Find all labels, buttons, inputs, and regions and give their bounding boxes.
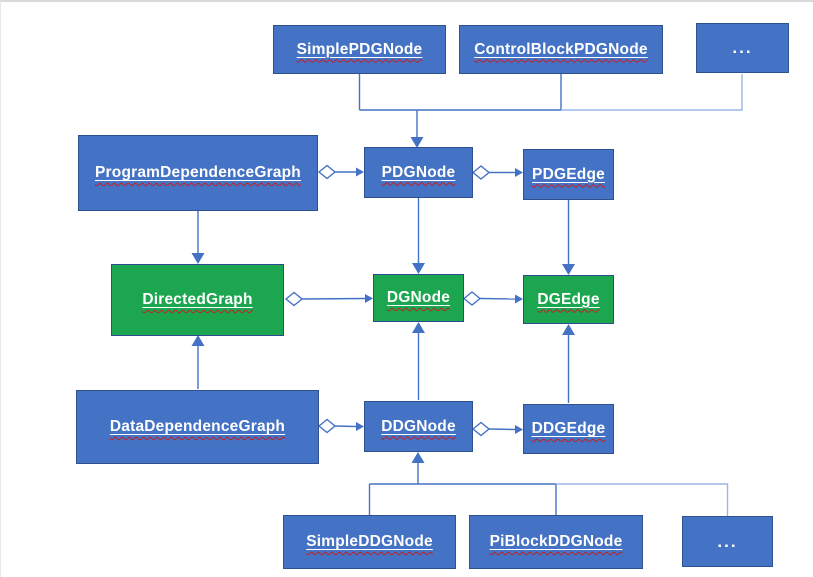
aggregation-diamond bbox=[471, 421, 491, 437]
arrowhead bbox=[356, 167, 364, 177]
arrowhead bbox=[365, 294, 373, 303]
node-label: DataDependenceGraph bbox=[109, 418, 286, 435]
node-label: ... bbox=[717, 531, 738, 551]
node-ddgedge: DDGEdge bbox=[523, 404, 614, 454]
aggregation-diamond bbox=[317, 164, 337, 180]
node-label: PiBlockDDGNode bbox=[489, 533, 623, 550]
edge-pdgnode-dgnode bbox=[412, 198, 425, 274]
arrowhead bbox=[412, 263, 425, 274]
edge-dgnode-dgedge bbox=[462, 291, 523, 306]
arrowhead bbox=[515, 294, 523, 304]
arrowhead bbox=[412, 322, 425, 333]
edge-pdgnode-pdgedge bbox=[471, 165, 523, 180]
node-label: DirectedGraph bbox=[142, 291, 253, 308]
aggregation-diamond bbox=[284, 291, 304, 307]
node-datadependencegraph: DataDependenceGraph bbox=[76, 390, 319, 464]
edge-directedgraph-dgnode bbox=[284, 291, 373, 307]
node-label: PDGEdge bbox=[532, 165, 605, 183]
edge-bottom-merge bbox=[368, 452, 729, 516]
aggregation-diamond bbox=[462, 291, 482, 306]
arrowhead bbox=[191, 253, 205, 264]
arrowhead bbox=[562, 324, 575, 335]
edge-ddg-ddgnode bbox=[317, 418, 364, 434]
node-label: ControlBlockPDGNode bbox=[474, 40, 648, 58]
arrowhead bbox=[410, 137, 424, 148]
node-pdgnode: PDGNode bbox=[364, 147, 473, 198]
aggregation-diamond bbox=[471, 165, 491, 180]
node-label: DDGEdge bbox=[531, 420, 606, 437]
node-ellipsis-top: ... bbox=[696, 23, 789, 73]
node-label: SimplePDGNode bbox=[296, 40, 423, 58]
edge-top-merge bbox=[358, 74, 743, 148]
edge-pdgedge-dgedge bbox=[562, 200, 575, 275]
node-directedgraph: DirectedGraph bbox=[111, 264, 284, 336]
node-simplepdgnode: SimplePDGNode bbox=[273, 25, 446, 74]
edge-pdg-directedgraph bbox=[191, 211, 205, 264]
arrowhead bbox=[515, 168, 523, 177]
node-pdgedge: PDGEdge bbox=[523, 149, 614, 200]
node-ellipsis-bottom: ... bbox=[682, 516, 773, 567]
arrowhead bbox=[356, 422, 364, 431]
node-programdependencegraph: ProgramDependenceGraph bbox=[78, 135, 318, 211]
node-controlblockpdgnode: ControlBlockPDGNode bbox=[459, 25, 663, 74]
node-label: ProgramDependenceGraph bbox=[95, 164, 301, 181]
edge-ddg-directedgraph bbox=[191, 335, 205, 389]
aggregation-diamond bbox=[317, 418, 337, 434]
node-simpleddgnode: SimpleDDGNode bbox=[283, 515, 456, 569]
edge-pdg-pdgnode bbox=[317, 164, 364, 180]
arrowhead bbox=[515, 425, 523, 434]
edge-ddgnode-ddgedge bbox=[471, 421, 523, 437]
arrowhead bbox=[191, 335, 205, 346]
node-ddgnode: DDGNode bbox=[364, 401, 473, 452]
node-dgedge: DGEdge bbox=[523, 275, 614, 324]
node-dgnode: DGNode bbox=[373, 274, 464, 322]
node-label: DDGNode bbox=[381, 417, 456, 435]
node-label: DGEdge bbox=[537, 290, 600, 308]
node-label: PDGNode bbox=[381, 163, 456, 181]
node-piblockddgnode: PiBlockDDGNode bbox=[469, 515, 643, 569]
edge-ddgnode-dgnode bbox=[412, 322, 425, 400]
arrowhead bbox=[562, 264, 575, 275]
node-label: ... bbox=[732, 38, 753, 57]
edge-ddgedge-dgedge bbox=[562, 324, 575, 403]
arrowhead bbox=[411, 452, 425, 463]
node-label: SimpleDDGNode bbox=[306, 533, 433, 550]
node-label: DGNode bbox=[386, 289, 451, 306]
